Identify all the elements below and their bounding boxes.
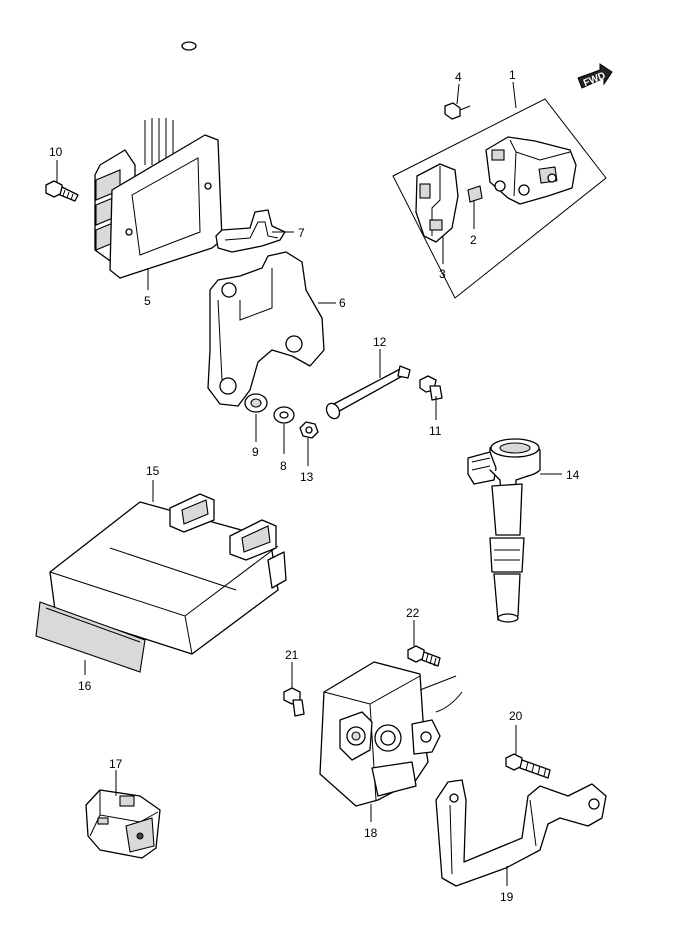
callouts: 1 2 3 4 5 6 7 8 9 10 11 12 13 14 15 16 1…	[49, 68, 580, 904]
callout-17: 17	[109, 757, 123, 771]
callout-16: 16	[78, 679, 92, 693]
callout-1: 1	[509, 68, 516, 82]
fwd-label: FWD	[582, 70, 607, 89]
part-20-bolt[interactable]	[505, 753, 551, 779]
callout-13: 13	[300, 470, 314, 484]
callout-20: 20	[509, 709, 523, 723]
callout-8: 8	[280, 459, 287, 473]
part-14-ignition-coil[interactable]	[467, 438, 541, 623]
part-7-bracket[interactable]	[215, 209, 286, 253]
callout-3: 3	[439, 267, 446, 281]
callout-2: 2	[470, 233, 477, 247]
part-16-pad[interactable]	[35, 601, 146, 673]
part-21-bolt[interactable]	[283, 687, 305, 717]
callout-4: 4	[455, 70, 462, 84]
part-10-bolt[interactable]	[45, 180, 79, 202]
callout-15: 15	[146, 464, 160, 478]
callout-6: 6	[339, 296, 346, 310]
part-5-regulator[interactable]	[94, 41, 223, 279]
part-6-bracket[interactable]	[207, 251, 325, 407]
part-11-bolt[interactable]	[419, 375, 443, 401]
part-1-relay-assembly[interactable]	[392, 98, 607, 299]
callout-21: 21	[285, 648, 299, 662]
callout-12: 12	[373, 335, 387, 349]
callout-18: 18	[364, 826, 378, 840]
part-13-nut[interactable]	[299, 421, 319, 439]
fwd-arrow-icon: FWD	[577, 63, 613, 89]
part-4-bolt[interactable]	[444, 102, 471, 120]
callout-7: 7	[298, 226, 305, 240]
callout-11: 11	[429, 424, 442, 438]
part-17-connector[interactable]	[85, 789, 161, 859]
leader-lines	[56, 81, 562, 886]
callout-19: 19	[500, 890, 514, 904]
part-12-bolt[interactable]	[324, 365, 411, 421]
part-18-sensor[interactable]	[319, 661, 463, 807]
callout-14: 14	[566, 468, 580, 482]
part-9-collar[interactable]	[244, 393, 268, 413]
callout-9: 9	[252, 445, 259, 459]
part-15-ecu[interactable]	[49, 493, 287, 655]
part-8-washer[interactable]	[273, 406, 295, 424]
part-19-bracket[interactable]	[435, 779, 607, 887]
part-22-bolt[interactable]	[407, 645, 441, 667]
callout-10: 10	[49, 145, 63, 159]
callout-5: 5	[144, 294, 151, 308]
callout-22: 22	[406, 606, 420, 620]
